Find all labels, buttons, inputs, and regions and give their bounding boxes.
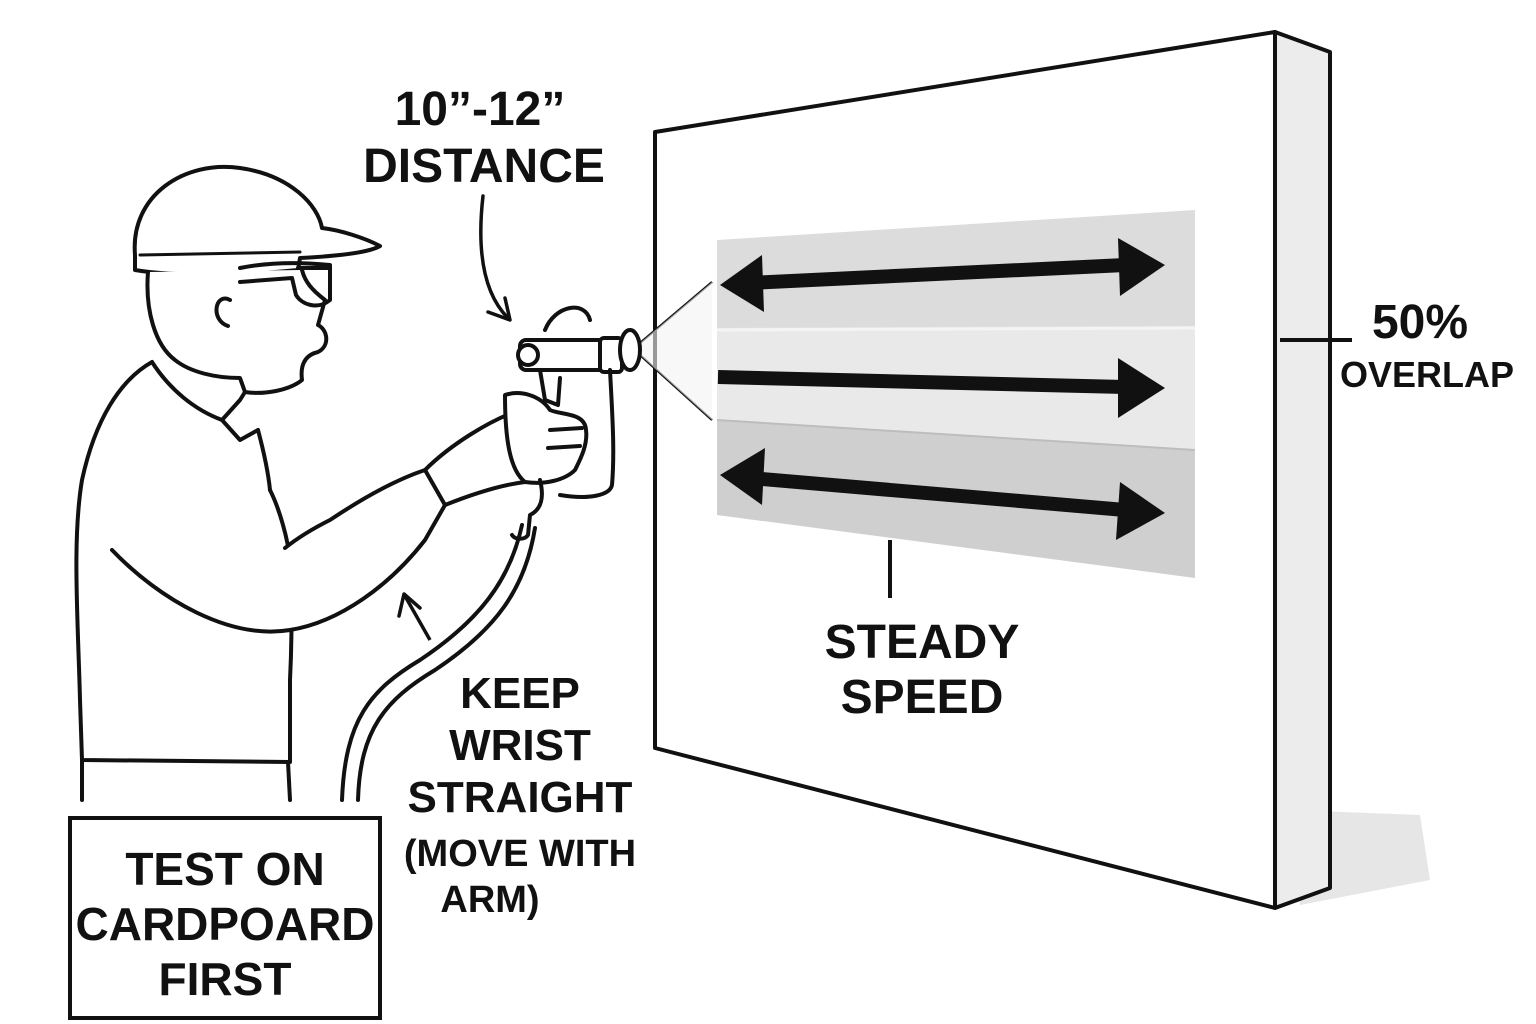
distance-label: 10”-12” DISTANCE [363, 83, 605, 193]
overlap-value-text: 50% [1372, 296, 1468, 349]
paint-hose [340, 523, 537, 802]
distance-caption-text: DISTANCE [363, 140, 605, 193]
speed-line1-text: STEADY [825, 616, 1020, 669]
hand [503, 391, 589, 485]
spray-gun [510, 305, 642, 541]
wall-side-edge [1273, 30, 1332, 910]
stroke-arrows [717, 238, 1165, 540]
double-arrow-top [720, 238, 1165, 312]
test-line2-text: CARDPOARD [76, 898, 375, 950]
test-line1-text: TEST ON [125, 843, 324, 895]
wrist-line2-text: WRIST [449, 721, 591, 770]
wrist-label: KEEP WRIST STRAIGHT (MOVE WITH ARM) [404, 669, 636, 921]
test-line3-text: FIRST [159, 953, 292, 1005]
test-sign-box [68, 816, 382, 1020]
arm [110, 468, 447, 634]
wrist-line1-text: KEEP [460, 669, 580, 718]
spray-fan [639, 281, 713, 421]
wrist-line3-text: STRAIGHT [408, 773, 633, 822]
distance-pointer-arrow [479, 194, 512, 322]
overlap-caption-text: OVERLAP [1340, 354, 1514, 395]
wrist-pointer-arrow [397, 592, 432, 641]
head [145, 268, 329, 395]
painter-figure [74, 164, 589, 802]
right-arrow-middle [717, 358, 1165, 418]
speed-label: STEADY SPEED [825, 616, 1020, 724]
wrist-line5-text: ARM) [440, 879, 539, 921]
speed-line2-text: SPEED [841, 671, 1004, 724]
wrist-line4-text: (MOVE WITH [404, 833, 636, 875]
overlap-label: 50% OVERLAP [1340, 296, 1514, 395]
safety-glasses [238, 261, 332, 308]
test-sign-label: TEST ON CARDPOARD FIRST [76, 843, 375, 1005]
distance-value-text: 10”-12” [395, 83, 566, 136]
hard-hat [132, 164, 382, 277]
double-arrow-bottom [720, 448, 1165, 540]
